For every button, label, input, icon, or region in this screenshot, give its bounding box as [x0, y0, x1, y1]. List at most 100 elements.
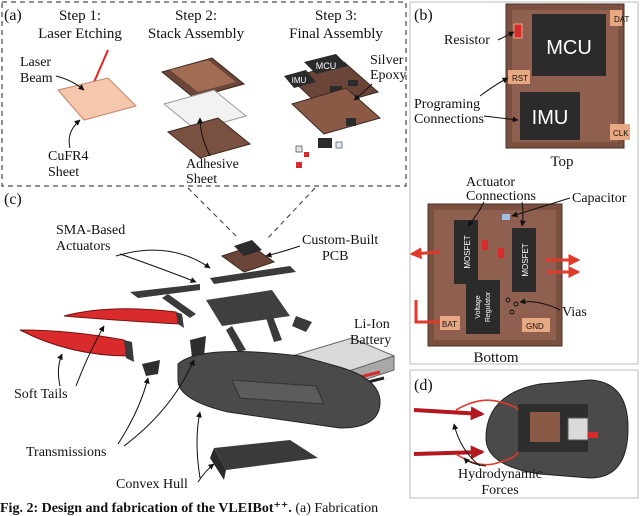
- panel-a-tag: (a): [4, 7, 22, 24]
- tail-wave-top: [455, 399, 519, 411]
- capacitor-part: [502, 214, 510, 220]
- dat-label: DAT: [614, 15, 630, 24]
- resistor-part: [513, 23, 523, 39]
- robot-pcb: [530, 412, 560, 442]
- programing-label-1: Programing: [414, 97, 480, 112]
- mosfet-left-label: MOSFET: [463, 235, 472, 268]
- clk-label: CLK: [613, 129, 629, 138]
- final-imu-label: IMU: [292, 76, 307, 85]
- soft-tail-left: [19, 329, 131, 357]
- panel-d-border: [409, 369, 639, 499]
- actuator-arm-left: [162, 294, 196, 318]
- actuator-leg-1: [226, 326, 246, 352]
- prog-pointer-2: [483, 115, 519, 123]
- panel-b-tag: (b): [414, 7, 433, 24]
- sma-label-2: Actuators: [56, 239, 110, 254]
- mosfet-left: [454, 220, 478, 284]
- stack-bottom-board: [166, 117, 252, 159]
- battery-label-1: Li-Ion: [354, 317, 390, 332]
- adhesive-label-2: Sheet: [186, 172, 217, 187]
- panel-a: (a) Step 1: Laser Etching Step 2: Stack …: [1, 1, 407, 187]
- forces-label-1: Hydrodynamic: [458, 467, 542, 482]
- resistor-pointer: [497, 31, 515, 41]
- step3-title: Step 3:: [315, 8, 357, 24]
- stack-top-traces: [170, 60, 236, 92]
- bottom-resistor-2: [498, 248, 504, 258]
- tails-pointer-2: [75, 325, 105, 387]
- adhesive-pointer: [197, 117, 211, 157]
- gnd-pad: [522, 318, 550, 332]
- laser-label-2: Beam: [20, 71, 53, 86]
- forces-pointer-1: [452, 423, 481, 467]
- clk-pad: [610, 124, 630, 140]
- capacitor-label: Capacitor: [572, 191, 627, 206]
- cufr4-sheet: [57, 77, 137, 121]
- rst-pad: [508, 70, 530, 84]
- sma-pointer-1: [119, 253, 197, 283]
- final-component-b: [348, 80, 358, 86]
- bat-label: BAT: [442, 320, 457, 329]
- final-part-3: [304, 152, 309, 157]
- zoom-line-right: [267, 187, 316, 239]
- soft-tail-right: [63, 308, 181, 325]
- bottom-caption: Bottom: [473, 350, 518, 366]
- imu-chip-label: IMU: [532, 107, 569, 129]
- capacitor-pointer: [511, 197, 571, 218]
- final-imu-chip: [284, 70, 316, 88]
- panel-a-border: [1, 1, 407, 187]
- actuator-frame-left: [130, 284, 200, 298]
- panel-c-tag: (c): [4, 191, 22, 208]
- via-2: [513, 301, 519, 307]
- final-component-a: [330, 86, 342, 92]
- zoom-line-left: [187, 187, 239, 239]
- final-part-1: [318, 138, 332, 148]
- top-caption: Top: [550, 154, 573, 170]
- tails-pointer-1: [57, 353, 63, 387]
- laser-pointer: [55, 75, 85, 91]
- transmission-2: [190, 336, 206, 358]
- voltage-regulator: [466, 280, 500, 334]
- tail-mount-left: [124, 340, 134, 362]
- bat-pad: [440, 316, 460, 330]
- step3-subtitle: Final Assembly: [289, 26, 383, 42]
- programing-label-2: Connections: [414, 112, 484, 127]
- pcb-label-1: Custom-Built: [302, 233, 378, 248]
- step1-title: Step 1:: [59, 8, 101, 24]
- tails-label: Soft Tails: [14, 387, 68, 402]
- adhesive-layer: [162, 89, 248, 131]
- final-connector: [346, 118, 356, 126]
- pcb-label-2: PCB: [322, 249, 348, 264]
- caption-rest: (a) Fabrication: [291, 501, 379, 516]
- sheet-pointer: [68, 119, 81, 149]
- step2-subtitle: Stack Assembly: [148, 26, 245, 42]
- convex-hull-base: [214, 440, 318, 470]
- sma-pointer-2: [115, 249, 211, 269]
- laser-label-1: Laser: [20, 55, 51, 70]
- epoxy-label-2: Epoxy: [370, 68, 407, 83]
- mcu-chip: [532, 14, 606, 76]
- pcb-pointer: [265, 245, 301, 258]
- final-part-5: [335, 141, 343, 149]
- transmission-1: [142, 360, 160, 376]
- prog-pointer-1: [479, 77, 509, 97]
- hull-label: Convex Hull: [116, 477, 188, 492]
- via-3: [509, 309, 515, 315]
- actuator-chassis: [206, 290, 290, 326]
- pcb-chip: [234, 240, 262, 256]
- adhesive-label-1: Adhesive: [186, 157, 239, 172]
- panel-b-border: [409, 1, 639, 365]
- convex-hull-base-side: [210, 448, 226, 480]
- final-mcu-label: MCU: [316, 61, 337, 71]
- robot-lead: [588, 432, 598, 438]
- figure-caption: Fig. 2: Design and fabrication of the VL…: [0, 500, 640, 516]
- force-arrow-bottom: [413, 445, 485, 460]
- battery-connection: [414, 300, 440, 324]
- epoxy-pointer: [353, 83, 373, 101]
- hull-pointer-top: [195, 411, 202, 479]
- forces-label-2: Forces: [481, 483, 518, 498]
- vias-label: Vias: [562, 305, 587, 320]
- forces-pointer-2: [463, 457, 487, 467]
- actuator-pointer-1: [467, 201, 485, 227]
- actuator-label-1: Actuator: [466, 175, 515, 190]
- panel-d-tag: (d): [414, 377, 433, 394]
